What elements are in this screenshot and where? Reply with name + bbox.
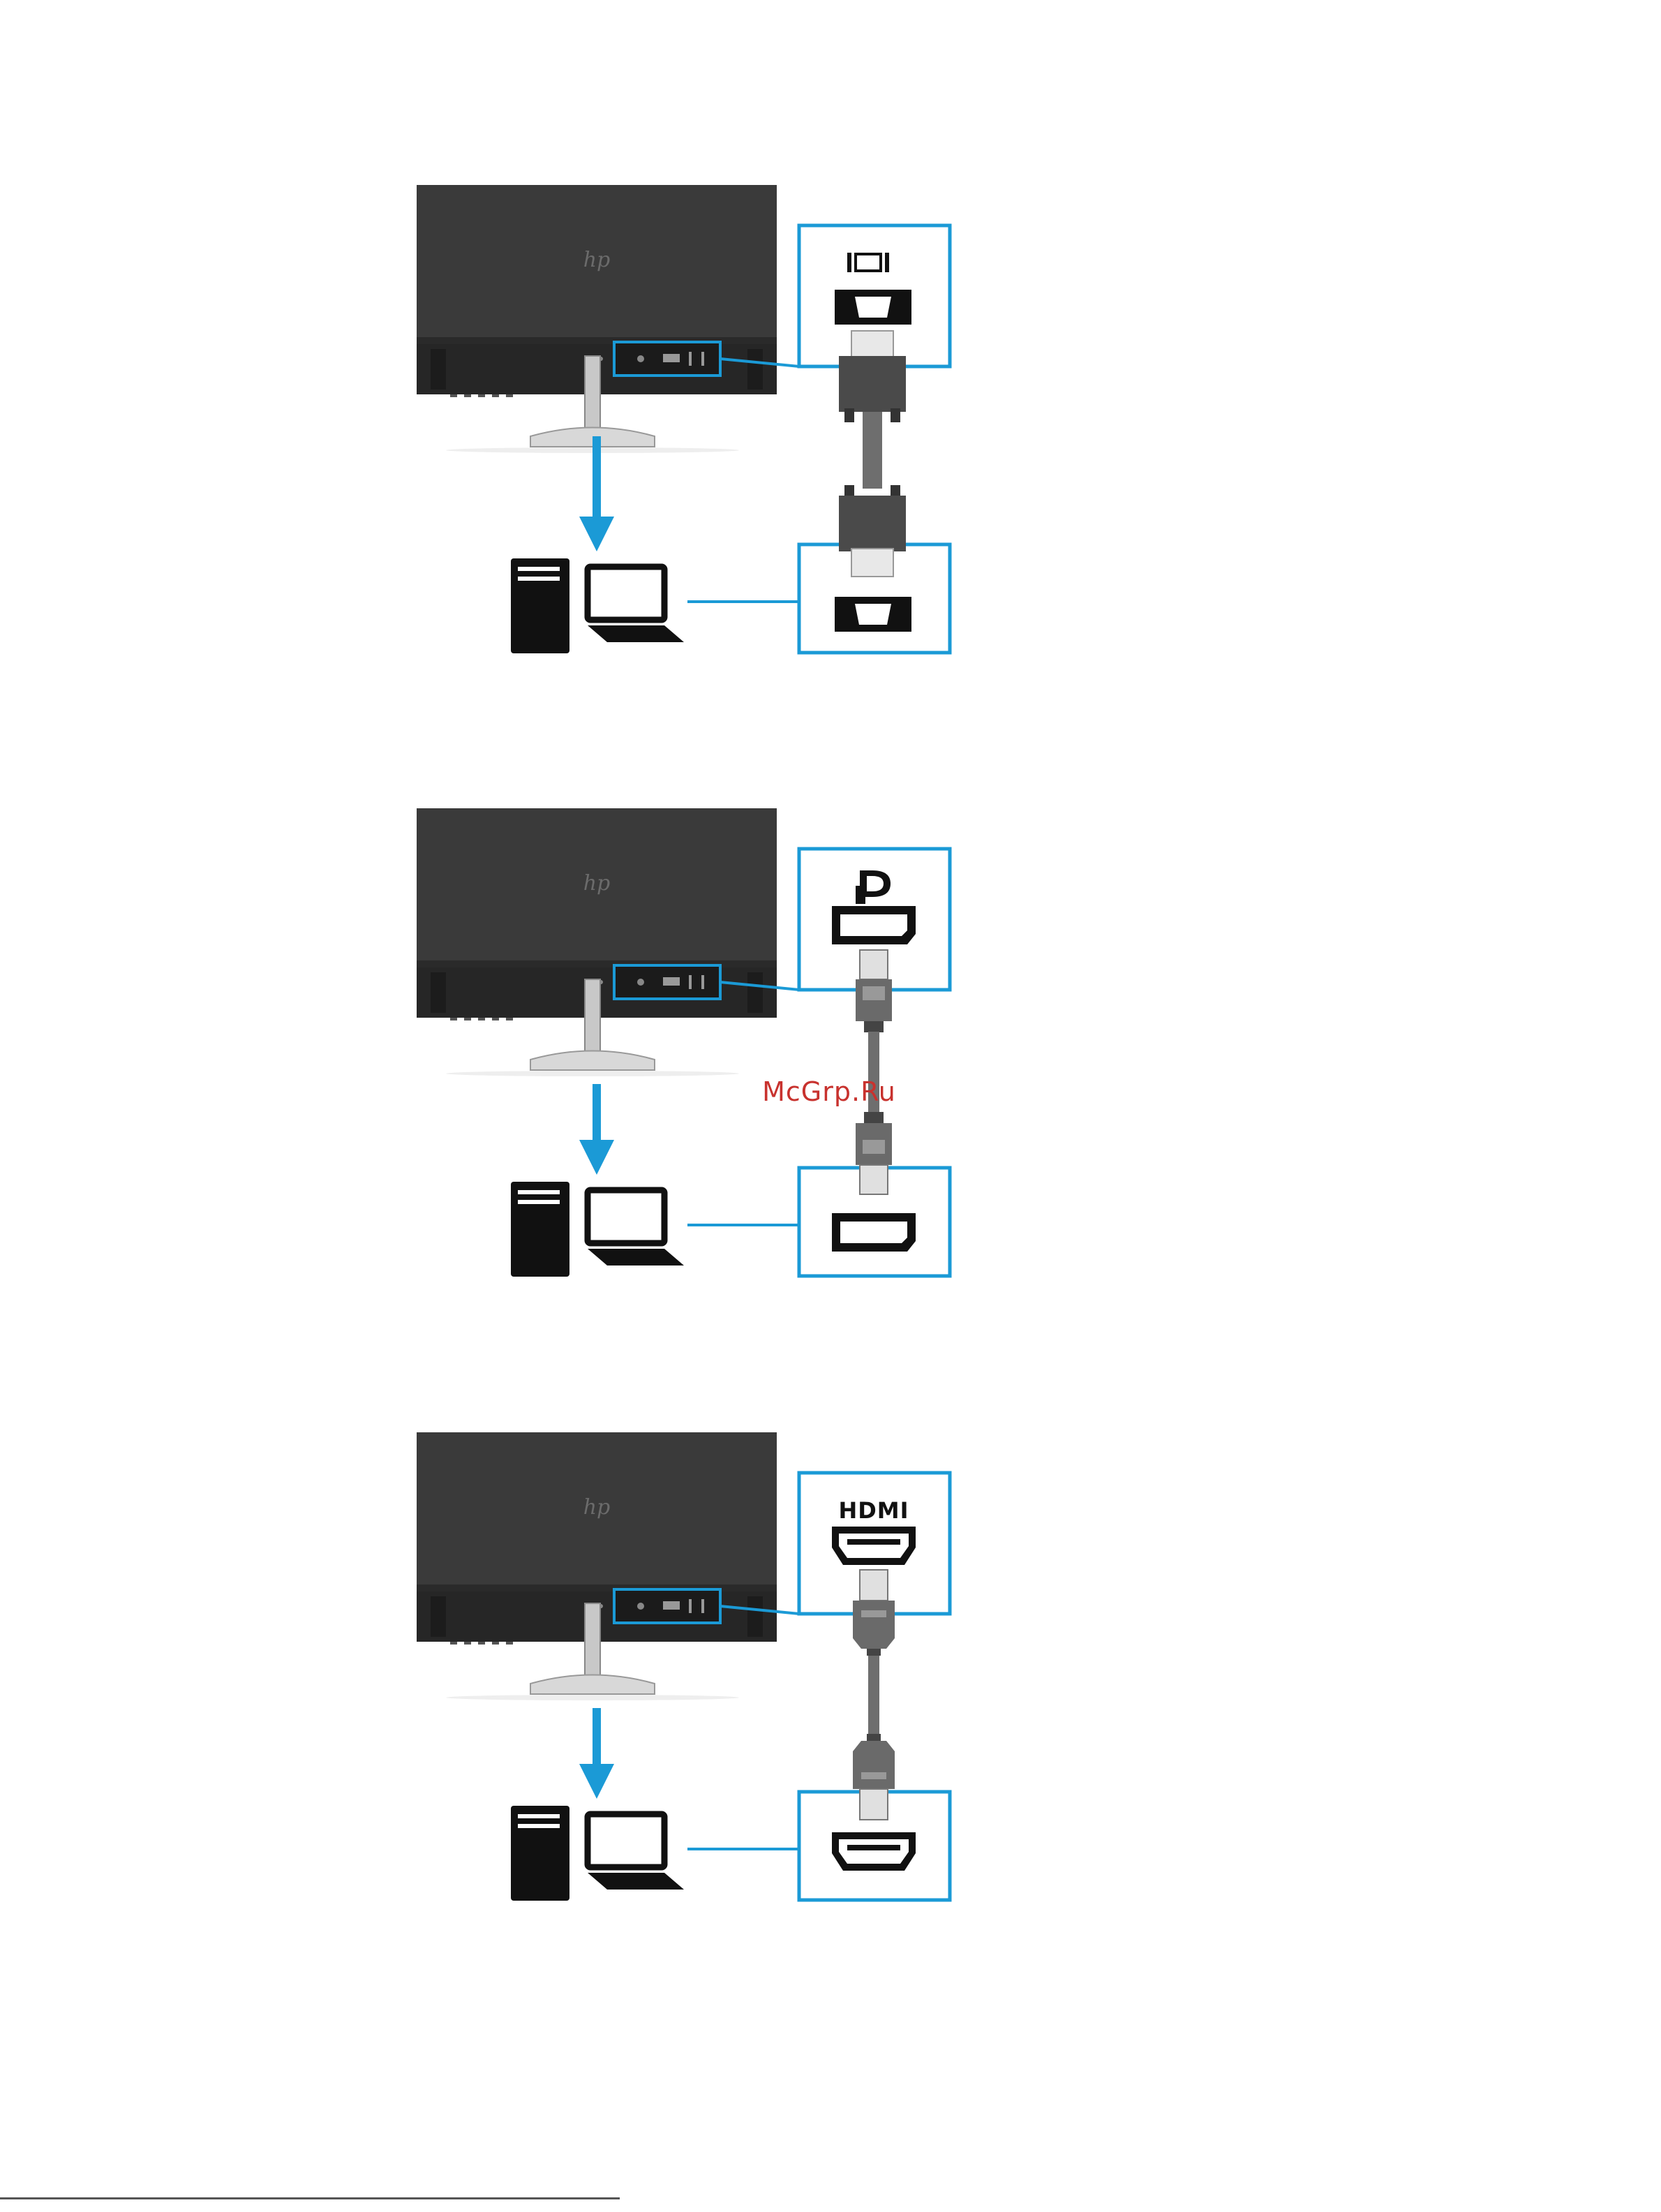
displayport-port-icon: [832, 906, 916, 944]
arrow-down-icon: [579, 1084, 614, 1175]
arrow-down-icon: [579, 1708, 614, 1799]
hp-logo-icon: hp: [572, 1495, 621, 1520]
computers-vga: [511, 558, 684, 653]
monitor-rear-displayport: [417, 808, 777, 1076]
vga-cable: [839, 331, 906, 577]
vga-port-computer-icon: [835, 597, 911, 632]
hdmi-port-icon: [832, 1527, 916, 1565]
computers-hdmi: [511, 1806, 684, 1901]
displayport-cable: [856, 950, 892, 1194]
hp-logo-icon: hp: [572, 248, 621, 272]
watermark: McGrp.Ru: [756, 1076, 902, 1107]
computers-displayport: [511, 1182, 684, 1277]
displayport-port-computer-icon: [832, 1213, 916, 1252]
displayport-diagram: [417, 808, 950, 1277]
arrow-down-icon: [579, 436, 614, 551]
hdmi-cable: [853, 1570, 895, 1820]
hdmi-port-computer-icon: [832, 1832, 916, 1871]
monitor-rear-vga: [417, 185, 777, 453]
vga-port-icon: [835, 290, 911, 325]
hdmi-logo-icon: HDMI: [832, 1497, 916, 1524]
monitor-rear-hdmi: [417, 1432, 777, 1700]
footer-rule: [0, 2197, 620, 2199]
hp-logo-icon: hp: [572, 871, 621, 896]
vga-diagram: [417, 185, 950, 653]
